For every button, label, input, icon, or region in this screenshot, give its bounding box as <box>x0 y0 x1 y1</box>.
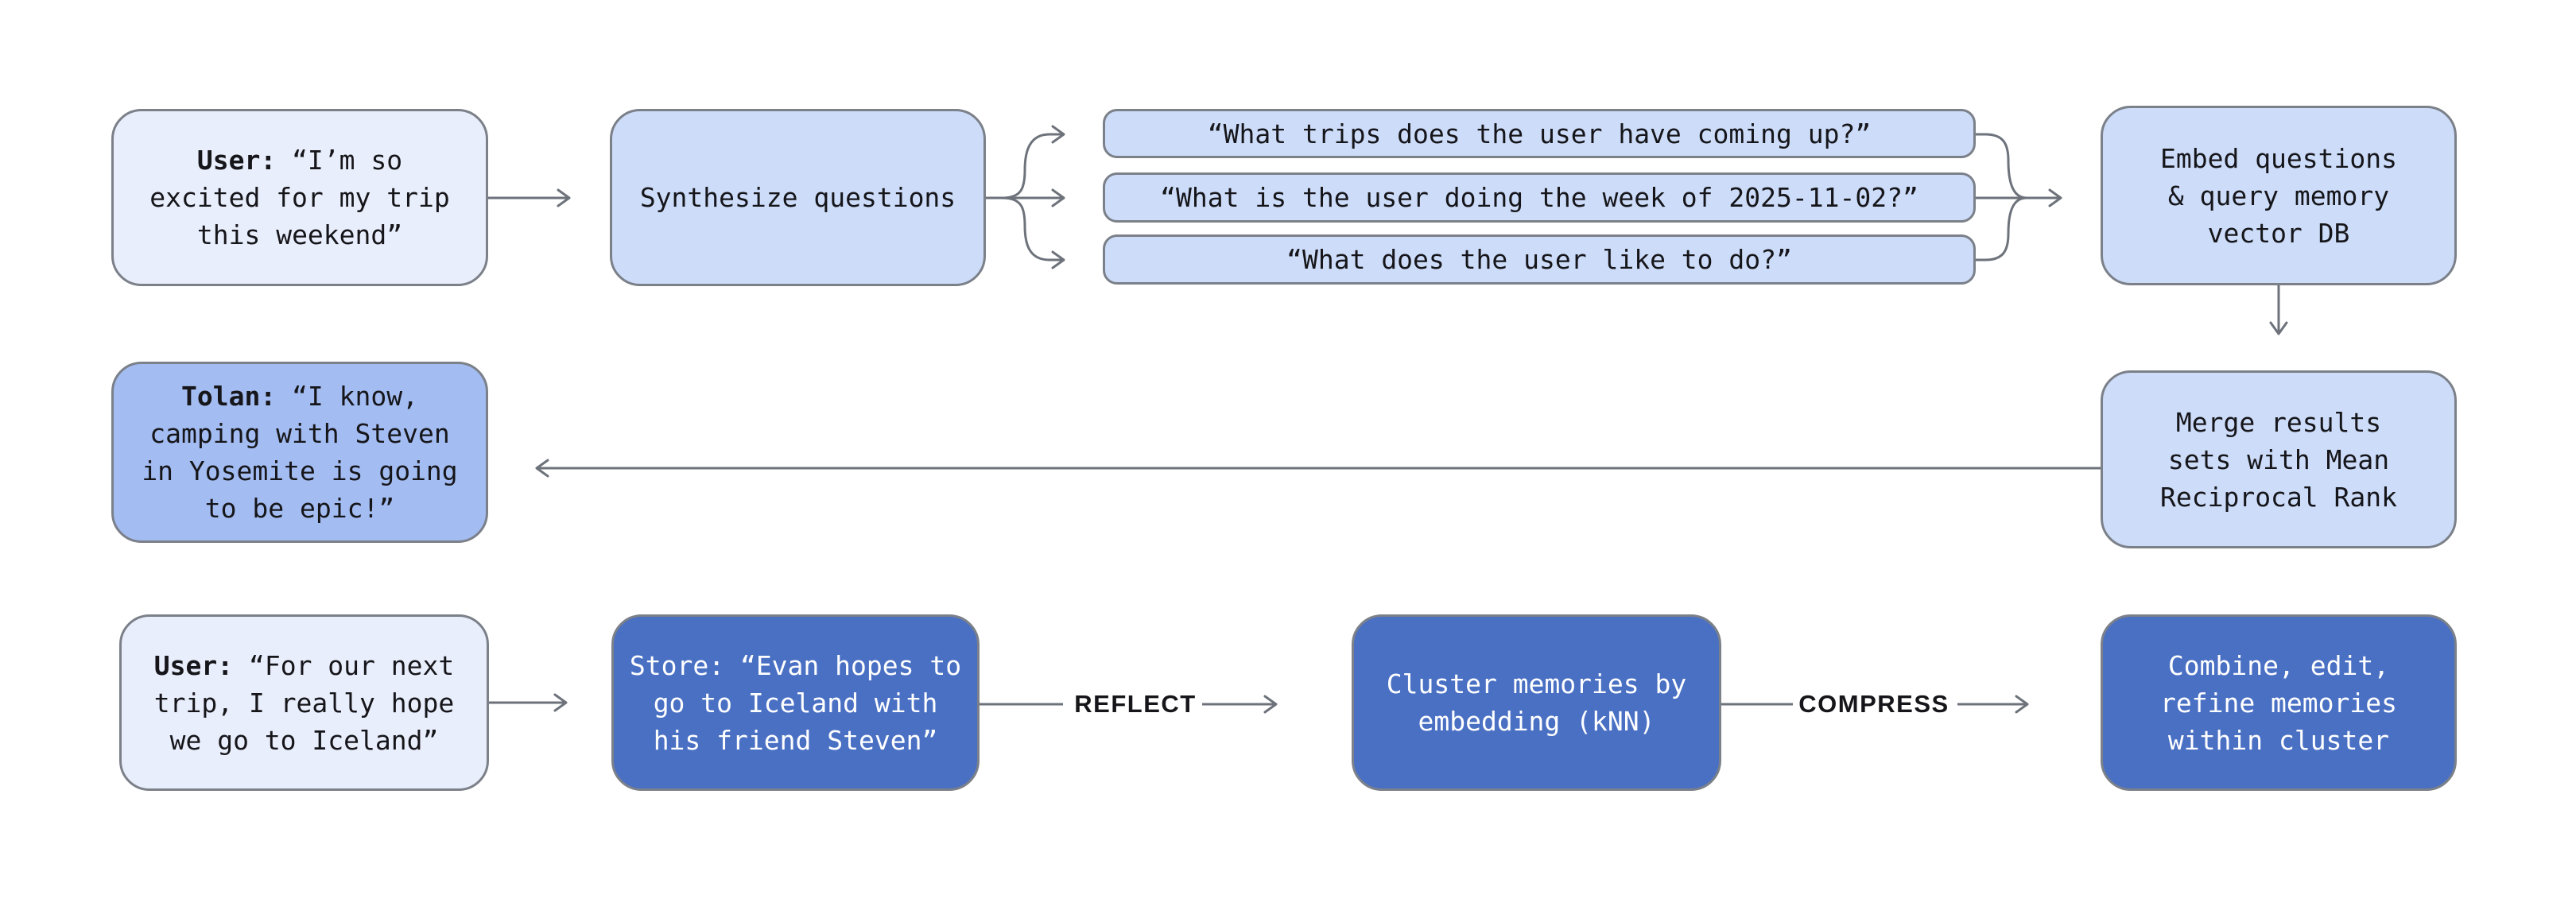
node-line: Combine, edit, <box>2167 649 2390 681</box>
node-store-memory: Store: “Evan hopes to go to Iceland with… <box>611 614 980 791</box>
node-line: refine memories <box>2159 687 2397 719</box>
node-line: go to Iceland with <box>653 687 938 719</box>
speaker-label: User: <box>153 649 234 681</box>
node-line: trip, I really hope <box>153 687 455 719</box>
node-line: Synthesize questions <box>639 182 956 213</box>
node-line: Reciprocal Rank <box>2159 481 2397 513</box>
node-merge-results: Merge results sets with Mean Reciprocal … <box>2101 370 2457 548</box>
merge-bottom <box>1976 196 2027 261</box>
node-line: “What trips does the user have coming up… <box>1207 118 1872 149</box>
node-user-message-2: User: “For our next trip, I really hope … <box>119 614 489 791</box>
node-line: vector DB <box>2207 217 2350 249</box>
node-line: camping with Steven <box>149 418 450 449</box>
speaker-label: User: <box>196 145 277 176</box>
node-line: “What is the user doing the week of 2025… <box>1160 182 1918 213</box>
reflect-label: REFLECT <box>1074 690 1197 718</box>
node-question-2: “What is the user doing the week of 2025… <box>1103 172 1976 223</box>
node-combine-refine: Combine, edit, refine memories within cl… <box>2101 614 2457 791</box>
node-user-message-1: User: “I’m so excited for my trip this w… <box>111 109 488 286</box>
node-line: within cluster <box>2167 724 2390 756</box>
node-line: his friend Steven” <box>653 724 938 756</box>
node-line: we go to Iceland” <box>169 724 439 756</box>
node-line: User: “For our next <box>153 649 455 681</box>
node-line: embedding (kNN) <box>1418 706 1655 737</box>
speaker-label: Tolan: <box>180 381 277 412</box>
arrow-branch-top <box>1001 125 1065 200</box>
node-tolan-message: Tolan: “I know, camping with Steven in Y… <box>111 362 488 543</box>
node-question-1: “What trips does the user have coming up… <box>1103 109 1976 158</box>
node-line: sets with Mean <box>2167 444 2390 475</box>
merge-top <box>1976 133 2027 200</box>
node-line: excited for my trip <box>149 182 450 213</box>
node-line: Merge results <box>2175 406 2382 438</box>
node-line: in Yosemite is going <box>142 455 458 486</box>
node-line: Cluster memories by <box>1386 668 1687 699</box>
node-synthesize-questions: Synthesize questions <box>610 109 986 286</box>
node-line: “What does the user like to do?” <box>1286 244 1792 275</box>
node-line: to be epic!” <box>204 493 395 524</box>
arrow-branch-bottom <box>1001 196 1065 269</box>
node-embed-query: Embed questions & query memory vector DB <box>2101 106 2457 285</box>
compress-label: COMPRESS <box>1798 690 1949 718</box>
node-line: Tolan: “I know, <box>180 381 419 412</box>
node-line: Store: “Evan hopes to <box>629 649 962 681</box>
node-line: Embed questions <box>2159 142 2397 174</box>
node-line: User: “I’m so <box>196 145 403 176</box>
node-cluster-memories: Cluster memories by embedding (kNN) <box>1352 614 1721 791</box>
node-line: this weekend” <box>196 219 403 250</box>
node-line: & query memory <box>2167 180 2390 211</box>
node-question-3: “What does the user like to do?” <box>1103 234 1976 285</box>
